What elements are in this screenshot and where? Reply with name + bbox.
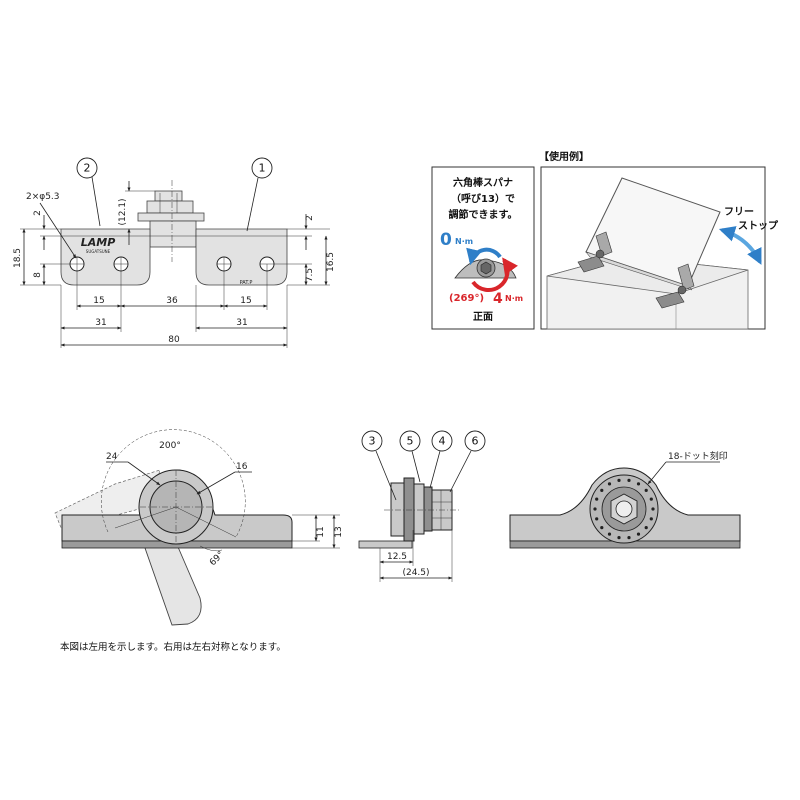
wrench-line-1: 六角棒スパナ [453,176,513,189]
free-stop-line-1: フリー [724,206,754,218]
dim-12-5: 12.5 [387,552,407,562]
wrench-box [431,166,535,330]
torque-min-unit: N·m [455,237,473,246]
callout-1 [251,157,273,179]
dot-mark [636,482,641,486]
arm-rotated [144,539,202,626]
dot-mark [607,532,612,536]
callout-5 [399,430,421,452]
washer-top [146,200,194,214]
red-rotate-arrow-icon [471,257,518,292]
dot-mark [617,536,621,540]
callout-4 [431,430,453,452]
svg-text:1: 1 [259,162,266,175]
dim-8: 8 [33,272,43,278]
right-plate [195,228,288,286]
top-view: LAMP SUGATSUNE PAT.P 2 1 2×φ5.3 18.5 8 2… [13,157,336,348]
svg-text:4: 4 [439,435,446,448]
dot-mark [649,497,653,501]
dot-mark [649,517,653,521]
dim-16-5: 16.5 [326,252,336,272]
section-spring [413,483,425,535]
front-label: 正面 [473,311,493,323]
hinge-left-icon [577,231,613,273]
dot-mark [627,478,631,482]
hinge-right-icon [655,263,695,309]
dim-31-left: 31 [95,318,106,328]
dim-24: 24 [106,452,118,462]
section-plate [358,540,413,549]
dot-mark [651,507,655,511]
torque-max: 4 [493,291,503,307]
pat-mark: PAT.P [240,280,253,286]
callout-3 [361,430,383,452]
torque-angle: (269°) [449,293,484,304]
dim-11: 11 [316,526,326,537]
dot-mark [593,507,597,511]
footnote: 本図は左用を示します。右用は左右対称となります。 [60,641,286,653]
left-plate [60,228,151,286]
dim-7-5: 7.5 [305,268,315,282]
svg-text:2: 2 [84,162,91,175]
callout-6 [464,430,486,452]
usage-title: 【使用例】 [539,150,589,163]
dot-mark [600,526,604,530]
dot-mark [595,497,599,501]
dot-mark [636,532,641,536]
dim-2-top: 2 [33,210,43,216]
dim-13: 13 [334,526,344,537]
dot-mark [627,536,631,540]
dim-80: 80 [168,335,180,345]
dim-15-right: 15 [240,296,251,306]
svg-text:5: 5 [407,435,414,448]
dim-36: 36 [166,296,178,306]
usage-example: 【使用例】 六角棒スパナ （呼び13）で 調節できます。 0 N·m (269°… [431,150,779,330]
dot-marks [593,478,655,540]
section-washer [403,477,415,542]
dot-mark [595,517,599,521]
mini-hex-socket-icon [480,261,492,275]
nut-top [154,190,183,202]
dot-mark [600,488,604,492]
nut-bore [615,500,633,518]
torque-min: 0 [440,230,452,250]
torque-max-unit: N·m [505,294,523,303]
dot-mark [644,488,648,492]
dim-31-right: 31 [236,318,247,328]
front-view: 18-ドット刻印 [509,450,741,549]
svg-text:3: 3 [369,435,376,448]
dim-16: 16 [236,462,248,472]
callout-2 [76,157,98,179]
dim-12-1: (12.1) [118,198,128,225]
section-view: 3 5 4 6 12.5 (24.5) [358,430,486,582]
free-stop-line-2: ストップ [738,219,779,232]
dot-mark [607,482,612,486]
section-disc [423,486,433,532]
shaft-body [149,220,197,248]
wrench-line-2: （呼び13）で [451,192,515,205]
dim-24-5: (24.5) [402,568,429,578]
brand-logo: LAMP [81,236,116,249]
wrench-line-3: 調節できます。 [449,208,518,221]
dot-label: 18-ドット刻印 [668,450,728,462]
dot-mark [617,478,621,482]
dim-18-5: 18.5 [13,248,23,268]
svg-text:6: 6 [472,435,479,448]
flange-top [137,212,205,222]
dim-15-left: 15 [93,296,104,306]
dot-mark [644,526,648,530]
hole-label: 2×φ5.3 [26,192,60,202]
side-view: 200° 24 16 69° 11 13 [54,429,344,626]
blue-rotate-arrow-icon [466,247,502,266]
dim-200-deg: 200° [159,441,181,451]
free-stop-arrow-icon [718,226,762,265]
dim-2-right: 2 [305,215,315,221]
brand-sub: SUGATSUNE [86,249,111,254]
dim-69-deg: 69° [208,550,226,568]
